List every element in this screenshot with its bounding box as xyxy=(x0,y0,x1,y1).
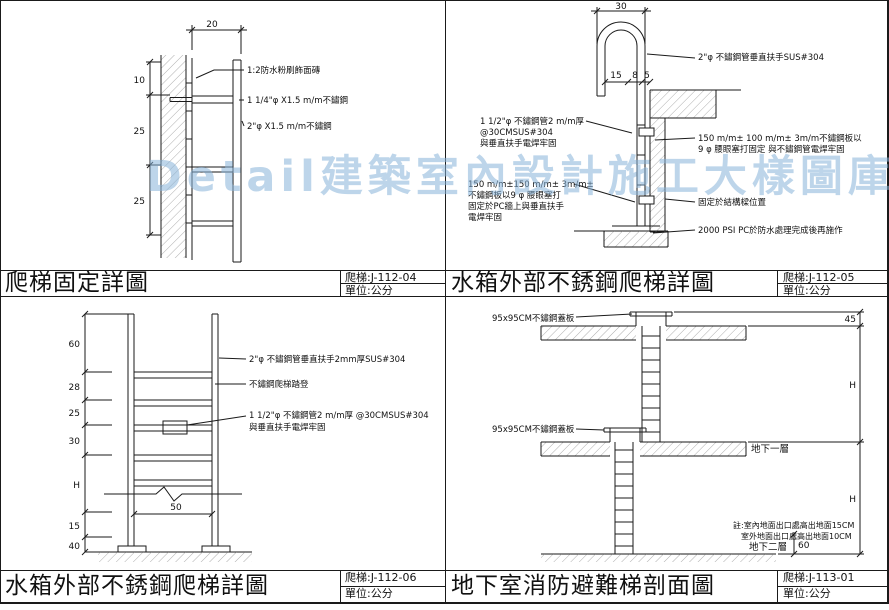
bl-base xyxy=(98,545,252,562)
tr-hook-rail xyxy=(596,21,646,226)
tr-note-wall-3: 固定於PC牆上與垂直扶手 xyxy=(468,201,565,212)
tl-note-finish: 1:2防水粉刷飾面磚 xyxy=(247,65,321,76)
tr-dimension-lines xyxy=(591,7,654,86)
tr-note-wall-1: 150 m/m±150 m/m± 3m/m± xyxy=(468,180,594,190)
tr-panel-title: 水箱外部不銹鋼爬梯詳圖 xyxy=(451,270,715,296)
bl-note-rung-2: 與垂直扶手電焊牢固 xyxy=(249,422,326,433)
bl-dim-15: 15 xyxy=(69,522,80,532)
br-panel-unit: 單位:公分 xyxy=(783,587,831,600)
border-left xyxy=(0,0,1,604)
tl-wall-section xyxy=(160,55,193,260)
tr-note-pc: 2000 PSI PC於防水處理完成後再施作 xyxy=(698,225,843,236)
tr-note-rung-3: 與垂直扶手電焊牢固 xyxy=(480,138,557,149)
tr-dim-15: 15 xyxy=(610,71,621,81)
refcell-midline-br xyxy=(777,586,889,587)
tr-note-rung-2: @30CMSUS#304 xyxy=(480,128,553,138)
bl-dimension-lines xyxy=(81,310,216,556)
br-dim-H1: H xyxy=(849,381,856,391)
refcell-midline-tl xyxy=(340,283,445,284)
bl-dim-28: 28 xyxy=(69,383,81,393)
br-leader-lines xyxy=(575,313,633,431)
tr-note-wall-4: 電焊牢固 xyxy=(468,212,502,223)
tr-note-handrail: 2"φ 不鏽鋼管垂直扶手SUS#304 xyxy=(698,52,824,63)
titlebar-line-bottom-panels xyxy=(0,570,889,571)
tr-note-rung-1: 1 1/2"φ 不鏽鋼管2 m/m厚 xyxy=(480,116,585,127)
tr-panel-unit: 單位:公分 xyxy=(783,284,831,297)
tr-leader-lines xyxy=(573,53,696,234)
panel-basement-ladder-section-drawing: 45 H H 60 95x95CM不鏽鋼蓋板 95x95CM不鏽鋼蓋板 地下一層… xyxy=(492,308,864,562)
br-ground-slab xyxy=(540,311,747,341)
br-dimension-lines xyxy=(674,308,864,558)
panel-tank-ladder-detail-drawing: 30 15 8 5 2"φ 不鏽鋼管垂直扶手SUS#304 1 1/2"φ 不鏽… xyxy=(468,2,862,248)
br-label-cover2: 95x95CM不鏽鋼蓋板 xyxy=(492,424,575,435)
br-ladder-1 xyxy=(641,326,661,442)
br-label-cover1: 95x95CM不鏽鋼蓋板 xyxy=(492,313,575,324)
bl-panel-ref: 爬梯:J-112-06 xyxy=(345,571,417,584)
tl-note-rung: 1 1/4"φ X1.5 m/m不鏽鋼 xyxy=(247,95,348,106)
tr-note-plate-1: 150 m/m± 100 m/m± 3m/m不鏽鋼板以 xyxy=(698,133,862,144)
bl-dim-60: 60 xyxy=(69,340,81,350)
tl-dim-10: 10 xyxy=(134,76,146,86)
tr-fixing-brackets xyxy=(638,127,655,205)
bl-break-symbol xyxy=(104,486,242,502)
panel-ladder-fixing-drawing: 20 10 25 25 1:2防水粉刷飾面磚 1 1/4"φ X1.5 m/m不… xyxy=(134,20,348,263)
bl-note-rung-1: 1 1/2"φ 不鏽鋼管2 m/m厚 @30CMSUS#304 xyxy=(249,410,429,421)
bl-ladder xyxy=(127,313,219,546)
bl-note-ladder: 不鏽鋼爬梯踏登 xyxy=(249,379,309,390)
titlebar-line-top-panels xyxy=(0,270,889,271)
tl-dim-25a: 25 xyxy=(134,127,145,137)
br-note-line1: 註:室內地面出口處高出地面15CM xyxy=(733,520,854,530)
tl-dim-20: 20 xyxy=(206,20,218,30)
tr-panel-ref: 爬梯:J-112-05 xyxy=(783,271,855,284)
br-b1-slab xyxy=(540,427,747,457)
bl-dim-40: 40 xyxy=(69,542,81,552)
br-b2-floor xyxy=(541,553,776,562)
tl-panel-title: 爬梯固定詳圖 xyxy=(5,270,149,296)
tr-note-plate-2: 9 φ 腰眼塞打固定 與不鏽鋼管電焊牢固 xyxy=(698,144,845,155)
bl-dim-30: 30 xyxy=(69,437,81,447)
br-panel-title: 地下室消防避難梯剖面圖 xyxy=(451,573,715,599)
border-bottom xyxy=(0,602,889,604)
tr-slab-and-wall xyxy=(649,89,741,233)
border-right xyxy=(887,0,889,604)
tr-dim-5: 5 xyxy=(644,71,650,81)
bl-note-handrail: 2"φ 不鏽鋼管垂直扶手2mm厚SUS#304 xyxy=(249,354,405,365)
br-dim-60: 60 xyxy=(798,541,810,551)
tr-note-wall-2: 不鏽鋼板以9 φ 腰眼塞打 xyxy=(468,190,561,201)
border-top xyxy=(0,0,889,1)
tr-dim-30: 30 xyxy=(615,2,627,12)
bl-dim-H: H xyxy=(73,481,80,491)
divider-vertical-center xyxy=(445,0,446,603)
tr-base-pad xyxy=(574,225,669,248)
refcell-midline-bl xyxy=(340,586,445,587)
br-ladder-2 xyxy=(614,442,634,554)
divider-horizontal-center xyxy=(0,296,889,297)
tl-note-rail: 2"φ X1.5 m/m不鏽鋼 xyxy=(247,121,332,132)
br-dim-H2: H xyxy=(849,495,856,505)
tl-panel-ref: 爬梯:J-112-04 xyxy=(345,271,417,284)
tl-panel-unit: 單位:公分 xyxy=(345,284,393,297)
tl-dim-25b: 25 xyxy=(134,197,145,207)
bl-panel-unit: 單位:公分 xyxy=(345,587,393,600)
panel-tank-ladder-elevation-drawing: 60 28 25 30 H 15 40 50 2"φ 不鏽鋼管垂直扶手2mm厚S… xyxy=(69,310,429,562)
tl-leader-lines xyxy=(195,69,245,127)
tl-rung-bracket xyxy=(169,95,233,227)
tl-ladder-rail xyxy=(232,59,242,263)
refcell-midline-tr xyxy=(777,283,889,284)
br-panel-ref: 爬梯:J-113-01 xyxy=(783,571,855,584)
br-dim-45: 45 xyxy=(845,315,856,325)
br-label-b2: 地下二層 xyxy=(749,541,787,553)
bl-leader-lines xyxy=(162,357,247,435)
tr-dim-8: 8 xyxy=(632,71,638,81)
tr-note-beam: 固定於結構樑位置 xyxy=(698,197,767,208)
bl-dim-25: 25 xyxy=(69,409,80,419)
br-label-b1: 地下一層 xyxy=(751,443,789,455)
br-note-line2: 室外地面出口處高出地面10CM xyxy=(741,531,852,541)
bl-dim-50: 50 xyxy=(170,503,182,513)
tl-dimension-lines xyxy=(146,25,247,239)
bl-panel-title: 水箱外部不銹鋼爬梯詳圖 xyxy=(5,573,269,599)
